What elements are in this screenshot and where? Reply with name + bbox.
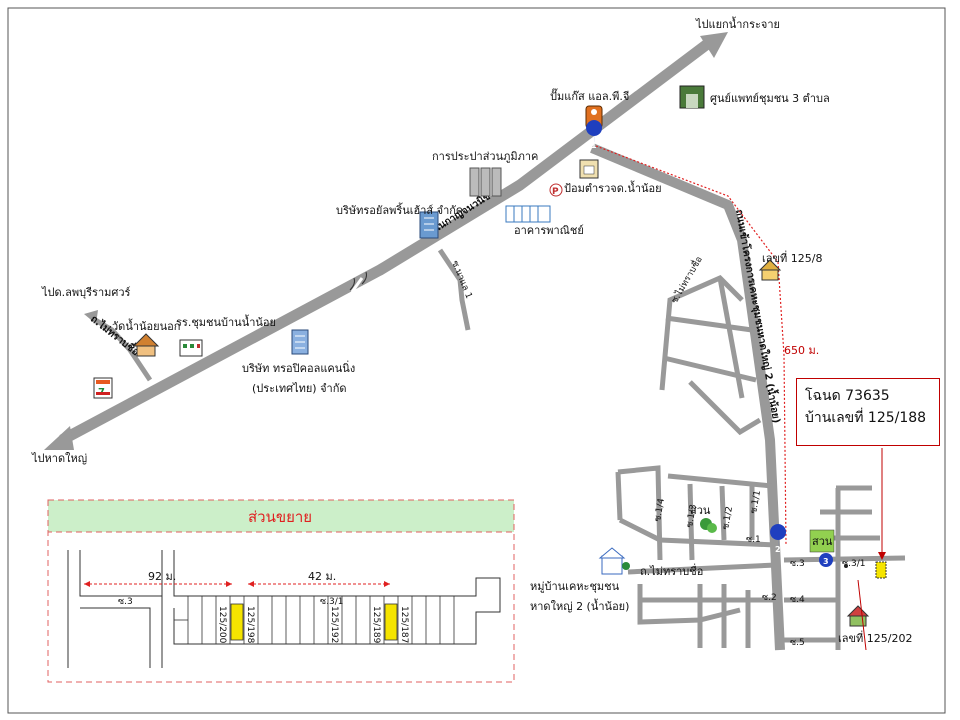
health-center-label: ศูนย์แพทย์ชุมชน 3 ตำบล bbox=[710, 92, 830, 105]
plot-label: 125/200 bbox=[217, 606, 227, 644]
plot-label: 125/192 bbox=[329, 606, 339, 643]
deed-info-box: โฉนด 73635 บ้านเลขที่ 125/188 bbox=[796, 378, 940, 446]
svg-text:P: P bbox=[552, 187, 559, 197]
main-road bbox=[44, 32, 728, 450]
house-125-8-label: เลขที่ 125/8 bbox=[762, 250, 822, 265]
marker-3: 3 bbox=[819, 553, 833, 567]
company-label-1: บริษัท ทรอปิคอลแคนนิ่ง bbox=[242, 360, 355, 375]
garden-label-2: สวน bbox=[812, 535, 833, 548]
arrow-head bbox=[84, 581, 90, 587]
village-label-1: หมู่บ้านเคหะชุมชน bbox=[530, 580, 620, 593]
plot-label: 125/198 bbox=[245, 606, 255, 644]
inset-distance-left: 92 ม. bbox=[148, 570, 176, 583]
deed-pointer-arrow bbox=[878, 552, 886, 560]
highlight-plot-2 bbox=[384, 603, 398, 641]
housing-road bbox=[590, 143, 785, 651]
police-box-icon bbox=[579, 159, 599, 179]
s5-label: ซ.5 bbox=[790, 638, 805, 648]
royal-print-label: บริษัทรอยัลพริ้นเฮ้าส์ จำกัด bbox=[336, 202, 463, 217]
water-tank-icon bbox=[469, 167, 502, 197]
inset-panel: ส่วนขยาย ซ.3 ซ.3/1 bbox=[47, 499, 515, 683]
s4-label: ซ.4 bbox=[790, 595, 805, 605]
police-box-label: ป้อมตำรวจด.น้ำน้อย bbox=[564, 180, 662, 195]
svg-text:2: 2 bbox=[775, 545, 781, 554]
temple-icon bbox=[132, 333, 160, 357]
office-building-icon bbox=[419, 211, 439, 239]
gas-pump-label: ปั๊มแก๊ส แอล.พี.จี bbox=[550, 88, 629, 103]
s14-label: ซ.1/4 bbox=[653, 497, 667, 522]
arrow-head bbox=[248, 581, 254, 587]
arrow-head bbox=[384, 581, 390, 587]
left-lane bbox=[84, 310, 153, 382]
direction-lop-buri: ไปด.ลพบุรีรามศวร์ bbox=[41, 286, 131, 299]
marker-1: 1 bbox=[586, 120, 603, 152]
arrow-head bbox=[226, 581, 232, 587]
deed-number: โฉนด 73635 bbox=[805, 388, 890, 404]
p-logo-icon: P bbox=[549, 183, 563, 197]
house-number: บ้านเลขที่ 125/188 bbox=[805, 410, 927, 426]
plot-label: 125/189 bbox=[371, 606, 381, 644]
route-distance: 650 ม. bbox=[784, 344, 819, 357]
inset-road-left: ซ.3 bbox=[118, 597, 133, 607]
s11-label: ซ.1/1 bbox=[749, 490, 763, 515]
target-house-icon bbox=[846, 605, 870, 627]
pointer-line-2 bbox=[857, 579, 867, 651]
s1-label: ซ.1 bbox=[746, 535, 761, 545]
direction-hat-yai: ไปหาดใหญ่ bbox=[31, 452, 87, 465]
tree-icon bbox=[700, 518, 717, 533]
temple-label: วัดน้ำน้อยนอก bbox=[112, 318, 180, 333]
svg-text:3: 3 bbox=[823, 557, 829, 566]
garden-label-1: สวน bbox=[690, 504, 711, 517]
s13-label: ซ.1/3 bbox=[685, 504, 699, 529]
small-dots bbox=[844, 564, 848, 568]
s31-label: ซ.3/1 bbox=[842, 559, 865, 569]
shophouse-label: อาคารพาณิชย์ bbox=[514, 224, 584, 237]
svg-text:1: 1 bbox=[591, 141, 597, 150]
hospital-icon bbox=[679, 85, 705, 109]
garden-block bbox=[809, 529, 835, 553]
company-label-2: (ประเทศไทย) จำกัด bbox=[252, 382, 347, 395]
water-authority-label: การประปาส่วนภูมิภาค bbox=[432, 150, 538, 163]
village-road-network bbox=[615, 465, 778, 648]
highlight-plot-1 bbox=[230, 603, 244, 641]
seven-eleven-icon: 7 bbox=[93, 377, 113, 399]
factory-icon bbox=[291, 329, 309, 355]
shophouse-icon bbox=[505, 205, 551, 223]
s2-label: ซ.2 bbox=[762, 593, 777, 603]
village-label-2: หาดใหญ่ 2 (น้ำน้อย) bbox=[530, 598, 629, 613]
map-border bbox=[7, 7, 946, 714]
inset-distance-right: 42 ม. bbox=[308, 570, 336, 583]
direction-nam-krachai: ไปแยกน้ำกระจาย bbox=[695, 16, 780, 31]
inset-header bbox=[47, 499, 515, 533]
village-icon bbox=[598, 547, 630, 575]
village-lane-label: ถ.ไม่ทราบชื่อ bbox=[640, 563, 703, 578]
plot-label: 125/187 bbox=[399, 606, 409, 643]
inset-title: ส่วนขยาย bbox=[248, 508, 312, 526]
house-icon bbox=[758, 259, 782, 281]
road-break-mark bbox=[349, 271, 367, 293]
house-125-202-label: เลขที่ 125/202 bbox=[838, 630, 912, 645]
inset-plot-grid bbox=[174, 596, 455, 644]
s3-label: ซ.3 bbox=[790, 559, 805, 569]
target-plot bbox=[875, 561, 887, 579]
side-road-1 bbox=[437, 248, 471, 331]
school-label: รร.ชุมชนบ้านน้ำน้อย bbox=[176, 314, 276, 329]
route-line bbox=[595, 145, 787, 546]
marker-2: 2 bbox=[770, 524, 787, 556]
s12-label: ซ.1/2 bbox=[721, 506, 735, 531]
school-icon bbox=[179, 339, 203, 357]
mid-lane-network bbox=[659, 275, 762, 436]
inset-road-right: ซ.3/1 bbox=[320, 597, 343, 607]
